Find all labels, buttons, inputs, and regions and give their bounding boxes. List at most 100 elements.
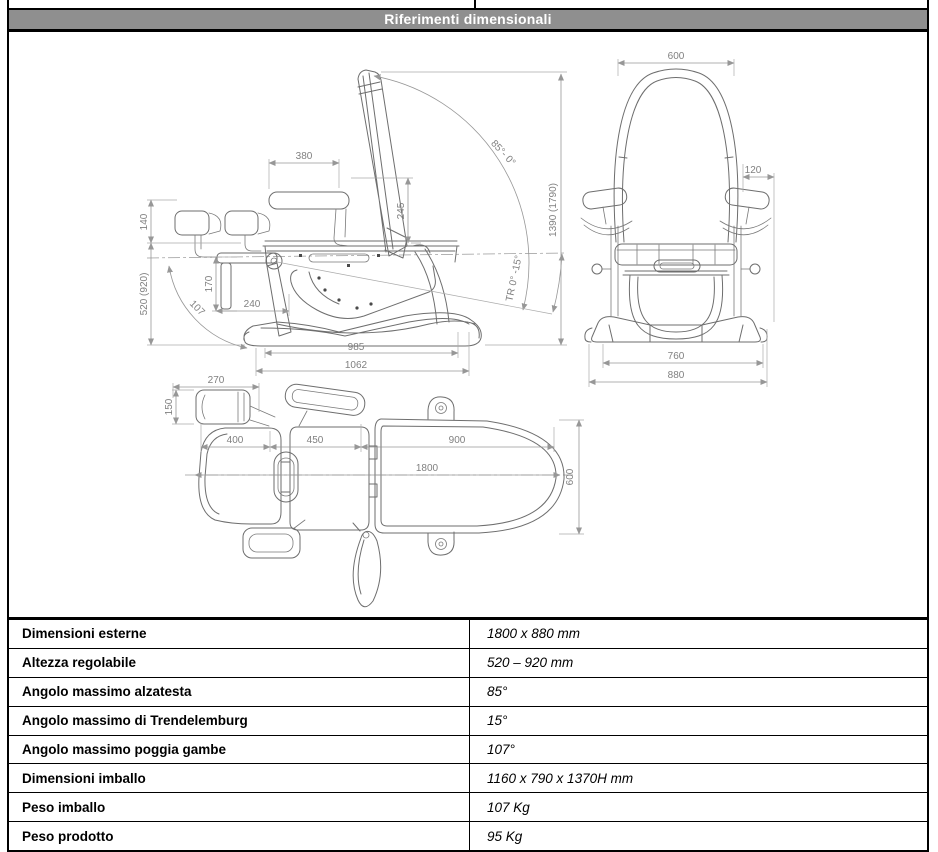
armrest-post (333, 208, 350, 247)
spec-row-altezza-regolabile: Altezza regolabile 520 – 920 mm (9, 647, 927, 677)
dim-240-label: 240 (244, 299, 261, 310)
legrest-flaps-tubes (194, 212, 271, 258)
spec-row-angolo-alzatesta: Angolo massimo alzatesta 85° (9, 676, 927, 706)
spec-label: Peso imballo (9, 793, 470, 822)
shell-screw (317, 276, 321, 280)
front-view-drawing: 600 120 760 880 (580, 51, 775, 387)
leg-section-top (368, 418, 565, 534)
dim-legrest-reach: 240 (215, 294, 290, 316)
dim-1800-label: 1800 (416, 463, 439, 474)
dim-armrest-length: 380 (268, 151, 340, 189)
spec-label: Dimensioni imballo (9, 764, 470, 793)
legrest-pad-2 (224, 210, 259, 236)
dim-380-label: 380 (296, 151, 313, 162)
dim-150-label: 150 (164, 398, 175, 415)
dim-1062-label: 1062 (345, 360, 368, 371)
spec-row-angolo-trendelemburg: Angolo massimo di Trendelemburg 15° (9, 705, 927, 735)
shell-screw (337, 298, 341, 302)
spec-label: Angolo massimo poggia gambe (9, 735, 470, 764)
armrest-left-pad (582, 187, 628, 210)
backrest-front (613, 68, 739, 243)
legrest-column (220, 262, 232, 310)
dim-tr-label: TR 0° -15° (504, 254, 525, 302)
dim-245-label: 245 (396, 202, 407, 219)
dim-backrest-angle: 85°- 0° (373, 74, 530, 311)
dim-600-front-label: 600 (668, 51, 685, 62)
handle-inner (659, 262, 695, 270)
dim-seat-height: 520 (920) (139, 242, 245, 346)
shell-screw (355, 306, 359, 310)
dim-overall-length: 1800 (194, 463, 561, 478)
dim-legrest-height: 140 (139, 199, 241, 244)
remnant-column-divider (474, 0, 476, 8)
handle-front (653, 259, 701, 273)
dim-85-0-label: 85°- 0° (488, 138, 517, 168)
section-header-bar: Riferimenti dimensionali (7, 8, 929, 31)
spec-row-peso-imballo: Peso imballo 107 Kg (9, 792, 927, 822)
side-lobes (427, 396, 455, 556)
dim-140-label: 140 (139, 213, 150, 230)
dim-270-label: 270 (208, 375, 225, 386)
spec-value: 95 Kg (487, 828, 523, 844)
under-seat-shell (290, 265, 436, 319)
bowl-front (622, 270, 730, 340)
armrest-top-upper (284, 383, 366, 416)
seat-screw (377, 254, 380, 257)
dim-armrest-offset: 120 (742, 164, 775, 322)
shell-screw (369, 302, 373, 306)
spec-value: 85° (487, 684, 508, 700)
dim-headrest-width: 150 (164, 389, 194, 425)
leg-paddle (352, 522, 382, 608)
dim-985-label: 985 (348, 342, 365, 353)
dim-107-label: 107 (187, 298, 207, 318)
dim-trendelenburg-angle: TR 0° -15° (276, 253, 565, 315)
seat-screw (299, 254, 302, 257)
knob-right (749, 263, 761, 275)
dim-170-label: 170 (204, 275, 215, 292)
spec-row-dimensioni-esterne: Dimensioni esterne 1800 x 880 mm (9, 620, 927, 648)
seat-segments (601, 244, 751, 270)
armrest-top-lower-inner (248, 533, 294, 553)
spec-value: 15° (487, 713, 508, 729)
backrest-side (357, 69, 408, 259)
dim-900-label: 900 (449, 435, 466, 446)
dim-450-label: 450 (307, 435, 324, 446)
dim-760-label: 760 (668, 351, 685, 362)
seat-rail-slot (308, 253, 370, 263)
shell-screw (323, 288, 327, 292)
dim-base-width: 760 (602, 344, 764, 368)
lobe-pin-bottom (438, 541, 444, 547)
armrest-connectors (292, 410, 308, 530)
dim-overall-width: 880 (588, 329, 768, 387)
spec-label: Angolo massimo di Trendelemburg (9, 706, 470, 735)
specifications-table: Dimensioni esterne 1800 x 880 mm Altezza… (7, 618, 929, 852)
pivot-joint (265, 252, 283, 270)
legrest-bar (216, 252, 278, 264)
base-front (584, 316, 768, 343)
seat-front (614, 243, 738, 266)
spec-row-peso-prodotto: Peso prodotto 95 Kg (9, 821, 927, 850)
seat-frame (262, 240, 460, 267)
seat-screw (347, 264, 350, 267)
armrest-cradles (580, 206, 772, 236)
seat-section-top (280, 426, 370, 531)
dimensional-drawing-panel: 380 245 140 520 (920) (7, 30, 929, 619)
dim-880-label: 880 (668, 370, 685, 381)
armrest-side (268, 191, 350, 210)
spec-label: Angolo massimo alzatesta (9, 677, 470, 706)
dim-sections: 400 450 900 (200, 423, 555, 452)
legrest-pad-1 (174, 210, 210, 236)
armrest-top-lower (242, 527, 301, 559)
dim-backrest-width: 600 (617, 51, 735, 76)
headrest-detail (201, 391, 276, 427)
headrest-top (195, 389, 251, 425)
dim-600-top-label: 600 (565, 468, 576, 485)
dim-1390-label: 1390 (1790) (548, 183, 559, 237)
dim-headrest-length: 270 (172, 375, 260, 412)
spec-label: Altezza regolabile (9, 648, 470, 677)
armrest-posts (610, 225, 742, 317)
previous-table-remnant (7, 0, 929, 8)
seat-aperture-inner (277, 457, 295, 497)
side-view-drawing: 380 245 140 520 (920) (139, 69, 568, 376)
